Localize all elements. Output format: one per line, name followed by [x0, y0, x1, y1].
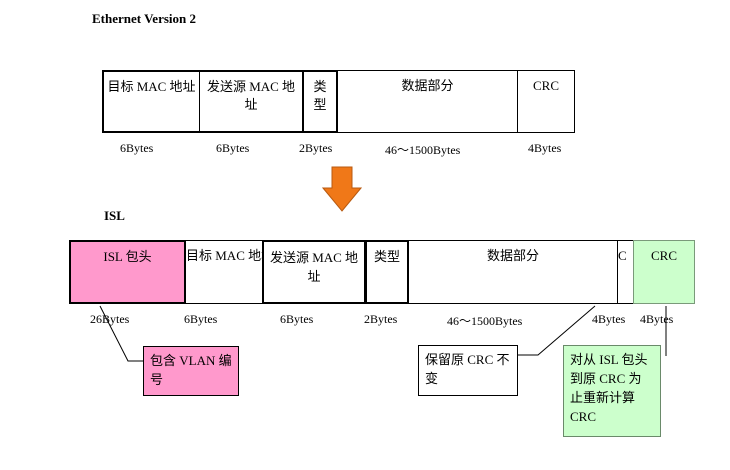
field-isl-new-crc: CRC — [633, 240, 695, 304]
size-isl-type: 2Bytes — [364, 312, 398, 326]
size-src-mac: 6Bytes — [216, 141, 250, 155]
size-isl-data: 46～1500Bytes — [447, 314, 523, 328]
note-recalc-crc: 对从 ISL 包头到原 CRC 为止重新计算 CRC — [563, 345, 661, 437]
note-vlan-number: 包含 VLAN 编号 — [143, 346, 239, 396]
size-type: 2Bytes — [299, 141, 333, 155]
size-isl-orig-crc: 4Bytes — [592, 312, 626, 326]
callout-line-keep-crc — [518, 305, 596, 356]
isl-title: ISL — [104, 208, 125, 223]
size-isl-dst-mac: 6Bytes — [184, 312, 218, 326]
size-isl-src-mac: 6Bytes — [280, 312, 314, 326]
field-isl-src-mac: 发送源 MAC 地址 — [262, 240, 366, 304]
size-crc: 4Bytes — [528, 141, 562, 155]
field-crc: CRC — [517, 70, 575, 133]
ethernet-v2-title: Ethernet Version 2 — [92, 11, 196, 26]
down-arrow-icon — [322, 166, 362, 212]
field-isl-header: ISL 包头 — [69, 240, 186, 304]
callout-line-vlan — [99, 305, 143, 362]
size-data: 46～1500Bytes — [385, 143, 461, 157]
size-dst-mac: 6Bytes — [120, 141, 154, 155]
note-keep-crc: 保留原 CRC 不变 — [418, 345, 518, 396]
size-isl-new-crc: 4Bytes — [640, 312, 674, 326]
size-isl-header: 26Bytes — [90, 312, 130, 326]
